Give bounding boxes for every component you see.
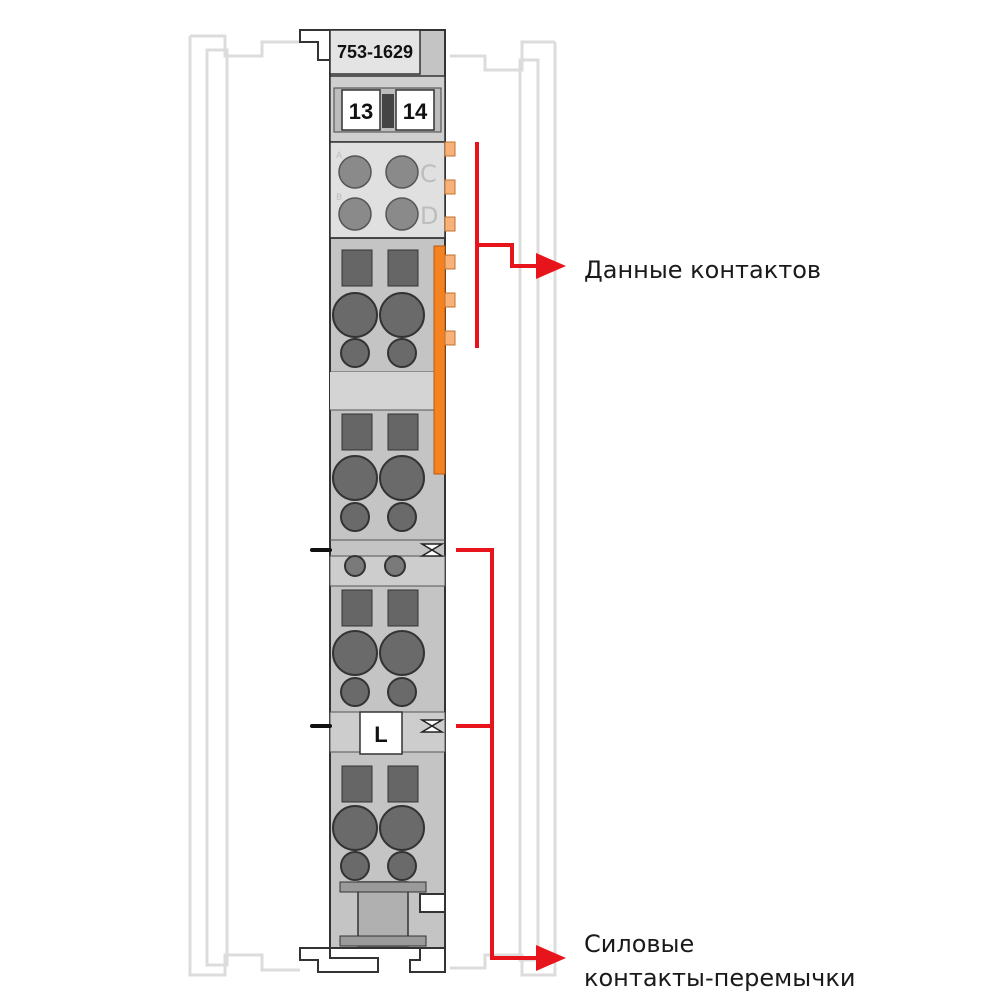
data-contacts-callout (475, 142, 540, 348)
power-jumper-caption-line1: Силовые (584, 930, 694, 958)
marker-carrier: 13 14 (341, 89, 435, 131)
terminal-group-2 (332, 413, 425, 532)
led-letter-d: D (420, 202, 438, 230)
led-d (385, 197, 419, 231)
led-c (385, 155, 419, 189)
data-contacts-arrowhead (536, 253, 566, 279)
led-panel: A B C D (336, 151, 438, 231)
led-letter-b: B (336, 193, 342, 203)
marker-14-text: 14 (403, 99, 428, 124)
left-contact-ticks (310, 548, 332, 728)
small-contacts-row (344, 555, 406, 577)
data-contacts-caption: Данные контактов (584, 256, 821, 284)
power-jumper-callout (456, 548, 540, 960)
bus-marker-text: L (374, 722, 387, 747)
terminal-group-1 (332, 249, 425, 368)
led-b (338, 197, 372, 231)
data-contacts (433, 141, 456, 475)
power-jumper-caption-line2: контакты-перемычки (584, 964, 855, 992)
bus-marker: L (359, 711, 403, 755)
marker-13-text: 13 (349, 99, 373, 124)
marker-14 (395, 89, 435, 131)
bottom-latch (299, 893, 446, 973)
power-jumper-arrowhead (536, 945, 566, 971)
power-jumper-contacts (419, 543, 445, 733)
led-letter-a: A (336, 151, 343, 161)
part-number-label: 753-1629 (337, 42, 413, 62)
terminal-group-3 (332, 589, 425, 707)
terminal-group-4 (332, 765, 425, 881)
led-a (338, 155, 372, 189)
led-letter-c: C (420, 160, 437, 188)
marker-13 (341, 89, 381, 131)
